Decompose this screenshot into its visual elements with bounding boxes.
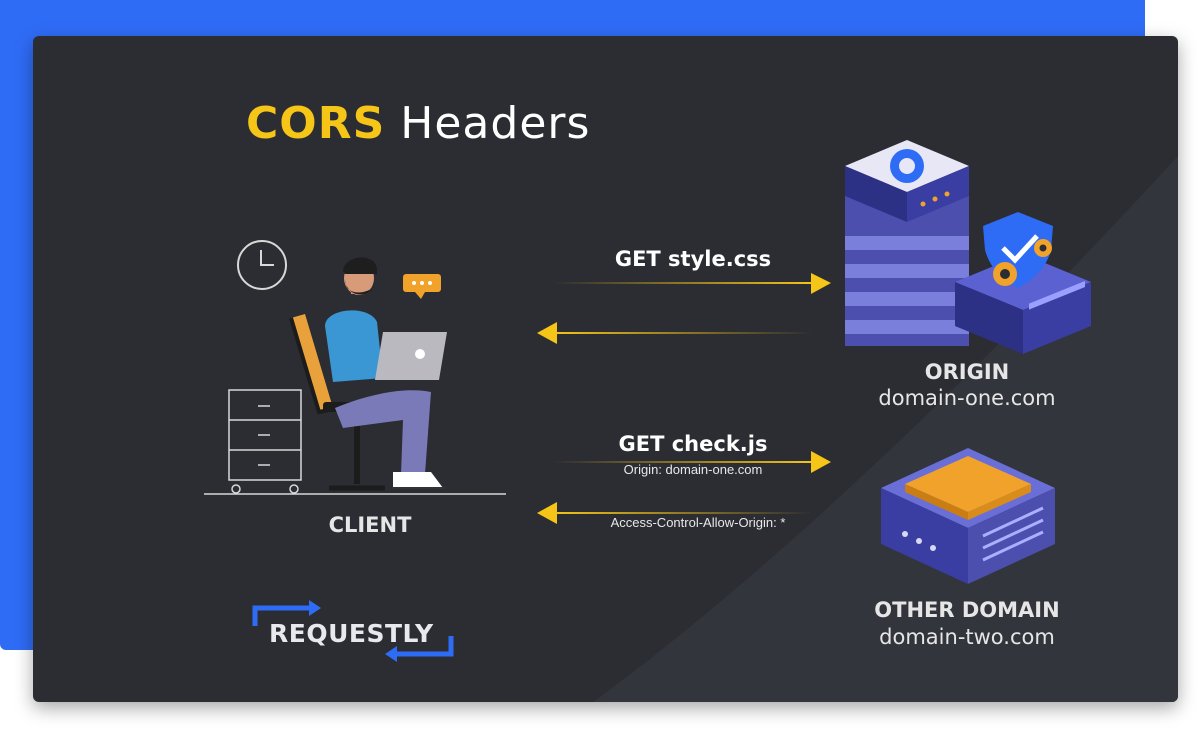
origin-domain: domain-one.com: [878, 386, 1056, 410]
gear-icon: [993, 239, 1052, 286]
page-title: CORS Headers: [246, 98, 590, 149]
request-arrow-check: [553, 451, 831, 473]
clock-icon: [237, 240, 287, 290]
arrows-layer: [537, 273, 831, 524]
response-arrow-check: [537, 502, 813, 524]
title-accent: CORS: [246, 98, 386, 149]
other-domain-value: domain-two.com: [879, 625, 1055, 649]
logo-text: REQUESTLY: [269, 619, 434, 648]
response-arrow-style: [537, 322, 813, 344]
request-label-check: GET check.js: [618, 432, 768, 456]
request-label-style: GET style.css: [614, 247, 772, 271]
background-shade: [593, 156, 1178, 702]
client-label: CLIENT: [328, 513, 412, 537]
other-domain-label: OTHER DOMAIN: [874, 598, 1060, 622]
request-arrow-style: [553, 273, 831, 294]
other-server-icon: [881, 448, 1055, 584]
origin-header-label: Origin: domain-one.com: [623, 462, 763, 477]
developer-figure: [325, 257, 447, 489]
requestly-logo: [252, 600, 454, 662]
server-stack-icon: [845, 140, 969, 346]
origin-server-illustration: [845, 140, 1091, 354]
drawer-cabinet-icon: [228, 389, 302, 494]
title-rest: Headers: [400, 98, 591, 149]
other-server-illustration: [881, 448, 1055, 584]
chat-bubble-icon: [403, 274, 441, 299]
client-illustration: [204, 240, 506, 495]
diagram-card: CORS Headers: [33, 36, 1178, 702]
acao-header-label: Access-Control-Allow-Origin: *: [610, 515, 786, 530]
origin-label: ORIGIN: [924, 360, 1010, 384]
